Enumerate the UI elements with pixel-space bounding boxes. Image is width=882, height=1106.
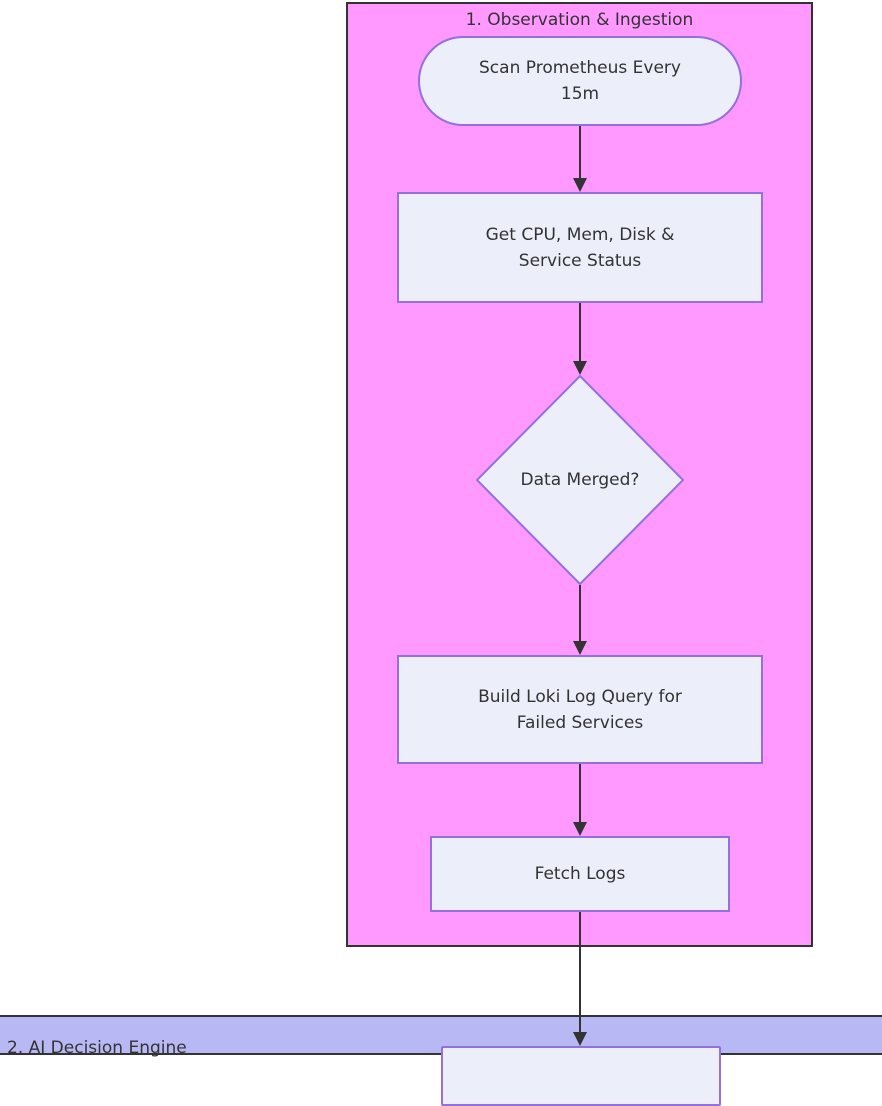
node-scan-prometheus[interactable]: Scan Prometheus Every 15m	[418, 36, 742, 126]
node-build-query-label: Build Loki Log Query for Failed Services	[478, 686, 682, 733]
diamond-shape	[476, 375, 684, 585]
node-fetch-logs-label: Fetch Logs	[534, 864, 626, 884]
node-get-cpu-mem-disk-service-status[interactable]: Get CPU, Mem, Disk & Service Status	[397, 192, 763, 303]
subgraph-observation-title: 1. Observation & Ingestion	[465, 10, 694, 30]
node-ai-decision-partial[interactable]	[441, 1046, 721, 1106]
node-get-metrics-label: Get CPU, Mem, Disk & Service Status	[485, 224, 675, 271]
node-fetch-logs[interactable]: Fetch Logs	[430, 836, 730, 912]
node-scan-prometheus-label: Scan Prometheus Every 15m	[479, 58, 681, 104]
node-build-loki-log-query[interactable]: Build Loki Log Query for Failed Services	[397, 655, 763, 764]
node-data-merged-decision[interactable]: Data Merged?	[476, 375, 684, 585]
node-data-merged-label: Data Merged?	[520, 470, 640, 490]
subgraph-ai-title: 2. AI Decision Engine	[7, 1038, 187, 1058]
